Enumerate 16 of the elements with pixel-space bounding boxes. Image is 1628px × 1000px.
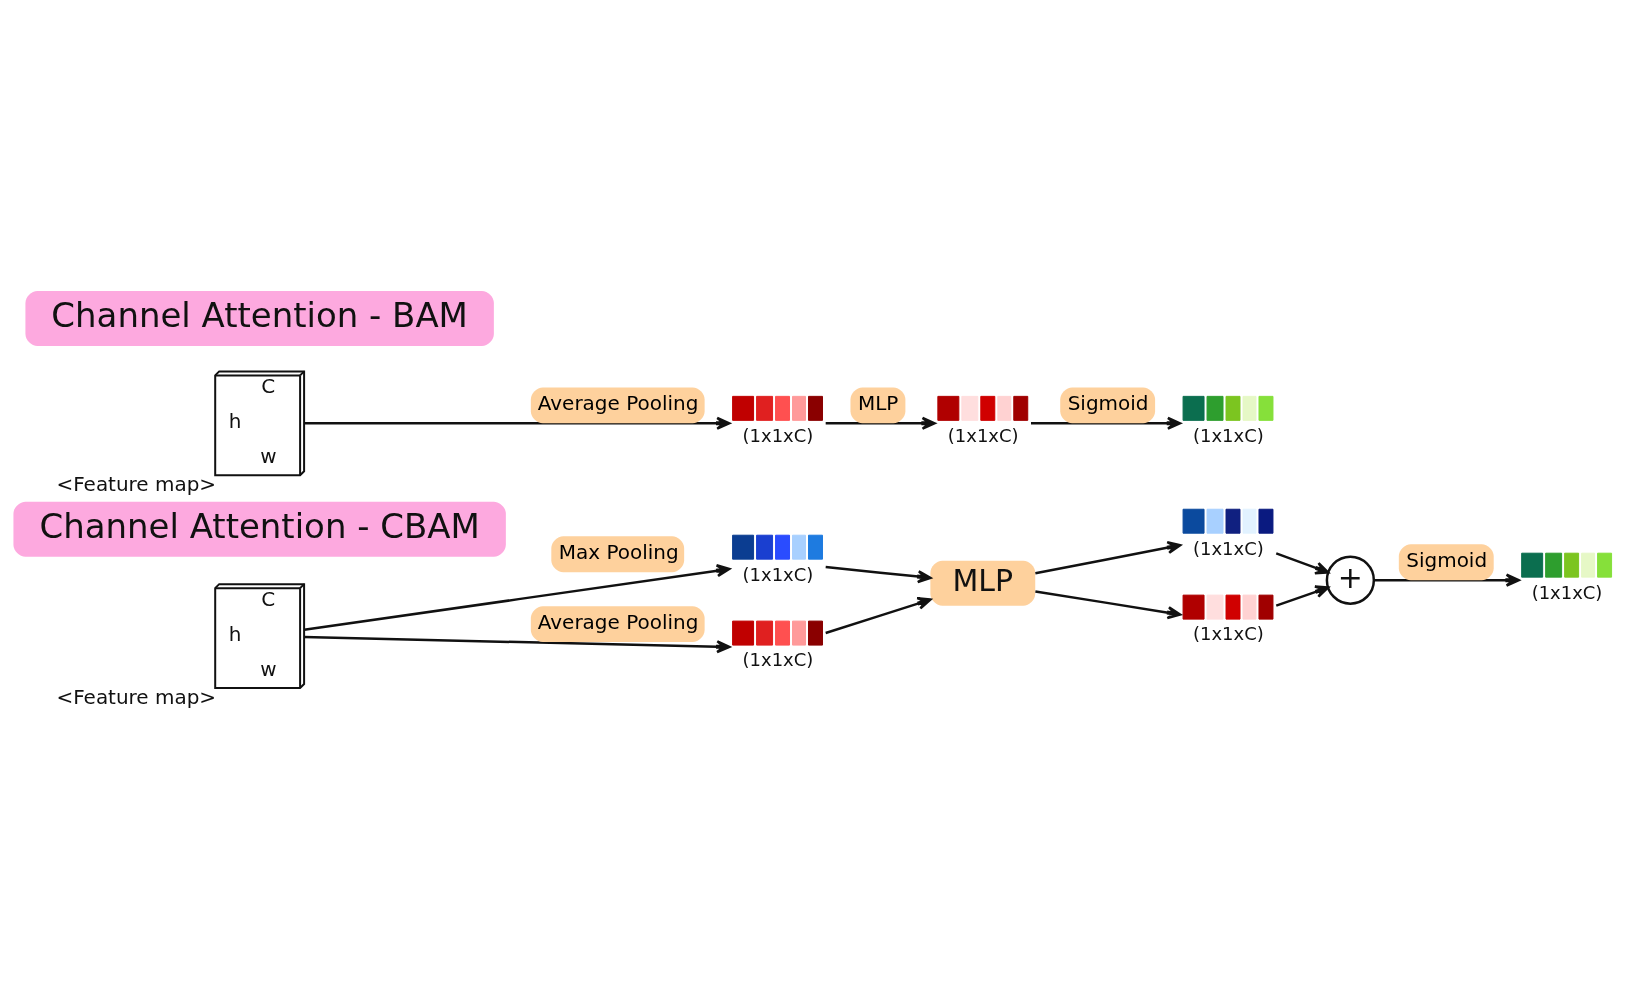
edge-label: Max Pooling (558, 539, 679, 564)
node-label: (1x1xC) (1193, 537, 1264, 559)
edge-label: Average Pooling (537, 609, 699, 634)
node-label: <Feature map> (56, 684, 217, 709)
node-label: (1x1xC) (1531, 581, 1603, 603)
edge-label: Sigmoid (1406, 547, 1488, 572)
node-label: (1x1xC) (742, 648, 814, 670)
node-label: <Feature map> (56, 471, 217, 496)
node-label: (1x1xC) (947, 424, 1019, 446)
node-label: (1x1xC) (742, 563, 814, 585)
node-label: (1x1xC) (742, 424, 814, 446)
edge-label: Average Pooling (537, 390, 699, 415)
node-label: (1x1xC) (1193, 424, 1264, 446)
edge-label: MLP (857, 390, 899, 415)
node-label: (1x1xC) (1193, 622, 1264, 644)
edge-label: Sigmoid (1067, 390, 1149, 415)
